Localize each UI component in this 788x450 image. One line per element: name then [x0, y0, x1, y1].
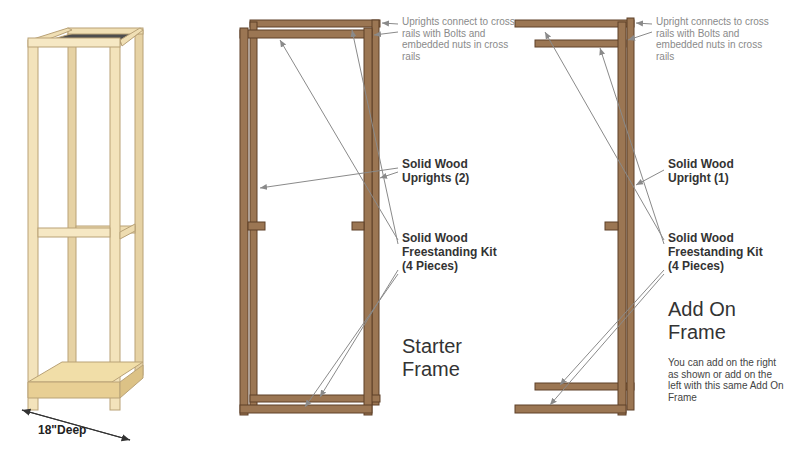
- frame-title: Starter Frame: [402, 335, 492, 381]
- part-label: Solid Wood Freestanding Kit (4 Pieces): [402, 232, 498, 273]
- callout-note: Uprights connect to cross rails with Bol…: [402, 16, 520, 62]
- frame-3d: [28, 28, 143, 410]
- depth-arrow: [22, 410, 130, 440]
- leader-lines: [260, 23, 398, 407]
- part-label: Solid Wood Freestanding Kit (4 Pieces): [668, 232, 764, 273]
- dimension-label: 18"Deep: [38, 424, 118, 438]
- frame-title: Add On Frame: [668, 298, 758, 344]
- part-label: Solid Wood Uprights (2): [402, 158, 492, 186]
- part-label: Solid Wood Upright (1): [668, 158, 758, 186]
- callout-note: Upright connects to cross rails with Bol…: [656, 16, 774, 62]
- starter-frame: [240, 20, 380, 415]
- note-text: You can add on the right as shown or add…: [668, 357, 784, 403]
- add-on-frame: [515, 18, 634, 415]
- leader-lines: [545, 23, 664, 405]
- depth-arrow: [22, 410, 130, 440]
